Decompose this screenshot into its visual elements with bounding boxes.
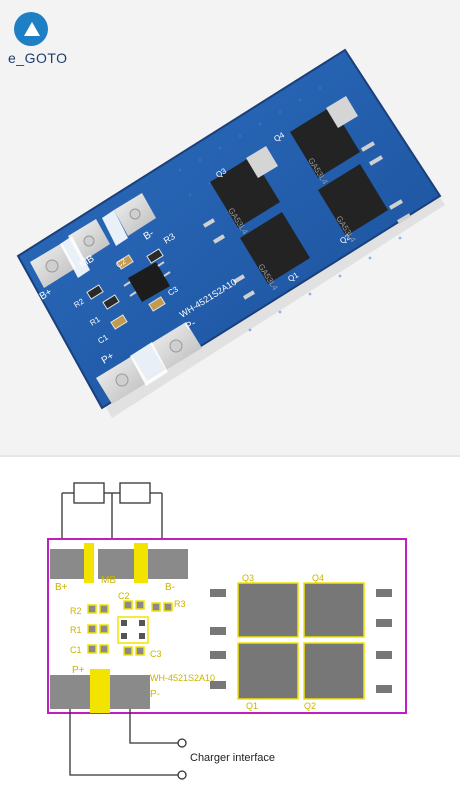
mosfet-q1 [232,212,310,300]
diagram-mosfet-q1 [237,642,299,700]
battery-cell-2 [119,482,151,504]
logo-text: e_GOTO [8,50,68,66]
charger-terminal-1 [177,738,187,748]
section-divider [0,455,460,457]
diagram-label-r1: R1 [70,625,82,635]
layout-diagram: B+ MB B- R2 R1 C1 R3 C2 C3 WH-4521S2A10 … [0,457,460,800]
diagram-label-c2: C2 [118,591,130,601]
diagram-label-r2: R2 [70,606,82,616]
mosfet-q3 [202,146,280,244]
silk-bminus: B- [142,228,156,243]
diagram-small-pads [87,600,173,656]
silk-pminus: P- [184,318,198,333]
diagram-pad-mb [98,549,134,579]
diagram-ic-footprint [117,616,149,644]
diagram-label-c1: C1 [70,645,82,655]
diagram-label-model: WH-4521S2A10 [150,673,215,683]
pcb-photo: B+ MB B- R3 C2 R2 R1 C1 C3 P+ P- WH-4521… [16,48,445,418]
pad-pminus [150,322,202,370]
diagram-mosfets [237,582,365,700]
diagram-label-q3: Q3 [242,573,254,583]
layout-diagram-svg: B+ MB B- R2 R1 C1 R3 C2 C3 WH-4521S2A10 … [47,482,407,780]
logo-icon [14,12,48,46]
diagram-pad-bminus [148,549,188,579]
charger-leads [69,709,187,780]
diagram-label-q4: Q4 [312,573,324,583]
mosfet-q4 [290,96,384,178]
diagram-mosfet-pins [210,589,392,693]
diagram-label-pminus: P- [150,689,160,700]
diagram-mosfet-q4 [303,582,365,638]
battery-cell-1 [73,482,105,504]
diagram-mosfet-q2 [303,642,365,700]
brand-logo: e_GOTO [8,12,88,72]
control-ic [123,261,171,302]
charger-terminal-2 [177,770,187,780]
mosfet-q2 [318,164,412,236]
diagram-pad-pplus [50,675,90,709]
diagram-label-bplus: B+ [55,582,68,593]
product-photo: e_GOTO [0,0,460,455]
passive-components [86,248,166,330]
diagram-pad-pminus [110,675,150,709]
diagram-label-mb: MB [101,575,116,586]
diagram-label-q1: Q1 [246,701,258,711]
diagram-label-r3: R3 [174,599,186,609]
diagram-label-bminus: B- [165,582,175,593]
diagram-label-q2: Q2 [304,701,316,711]
pad-bplus [30,243,76,288]
pad-bminus [114,193,156,236]
diagram-mosfet-q3 [237,582,299,638]
diagram-label-pplus: P+ [72,665,85,676]
pad-pplus [96,356,148,404]
charger-interface-label: Charger interface [190,752,275,764]
diagram-label-c3: C3 [150,649,162,659]
